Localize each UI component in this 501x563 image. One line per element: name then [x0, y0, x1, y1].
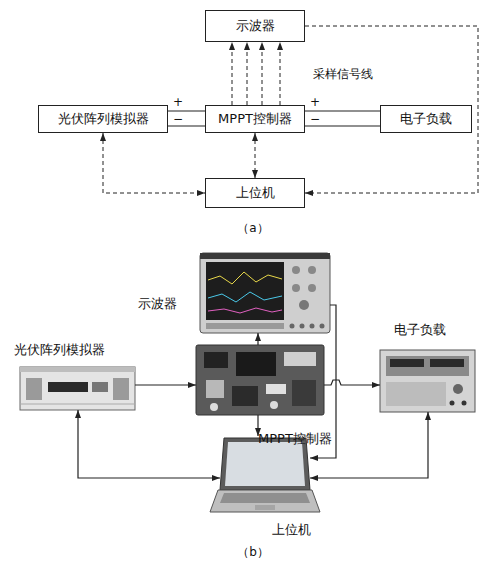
display [48, 382, 88, 392]
instrument-box: 示波器 [205, 10, 305, 42]
electronic-load-illustration [380, 350, 475, 412]
touchpad [255, 505, 275, 510]
computer-device: 上位机 [220, 436, 310, 514]
simulator-top [20, 367, 135, 372]
box-label: MPPT控制器 [218, 111, 292, 127]
terminal [450, 401, 455, 406]
capacitor [270, 401, 278, 409]
load-box: 电子负载 [380, 105, 472, 133]
knob [299, 300, 309, 310]
connector-block [266, 384, 286, 394]
box-label: 上位机 [236, 185, 275, 201]
pv-simulator-illustration [20, 367, 135, 410]
waveform-trace [208, 272, 282, 284]
load-body [380, 350, 475, 412]
signal-line-label: 采样信号线 [313, 68, 373, 80]
simulator-body [20, 367, 135, 410]
chip [204, 352, 228, 368]
sampling-signal-line [232, 42, 233, 105]
connection-arrow [310, 412, 428, 478]
knob [308, 284, 316, 292]
simulator-device: 光伏阵列模拟器 [20, 367, 135, 410]
button-row [206, 323, 284, 329]
connection-arrow [310, 305, 336, 458]
display [390, 359, 424, 367]
sampling-signal-line [247, 42, 248, 105]
waveform-trace [208, 308, 282, 313]
device-label: 电子负载 [394, 322, 446, 338]
load-device: 电子负载 [380, 350, 475, 412]
connection-arrow [257, 415, 258, 436]
power-wire [168, 125, 205, 126]
button-panel [92, 382, 108, 392]
device-label: 上位机 [272, 522, 311, 538]
box-label: 光伏阵列模拟器 [58, 111, 149, 127]
power-wire [305, 110, 380, 111]
data-line [305, 26, 478, 193]
sampling-signal-line [262, 42, 263, 105]
probe-connector [290, 324, 295, 329]
power-wire [305, 125, 380, 126]
display [430, 359, 464, 367]
connection-arrow [135, 384, 196, 385]
oscilloscope-illustration [200, 253, 330, 333]
data-line [103, 133, 205, 193]
polarity-sign: + [310, 96, 320, 108]
oscilloscope-screen [206, 262, 284, 320]
keyboard [220, 493, 310, 503]
polarity-sign: − [310, 113, 320, 125]
subfigure-label: （a） [237, 222, 268, 234]
display-panel [386, 356, 469, 376]
sampling-signal-line [280, 42, 281, 105]
subfigure-label: （b） [237, 546, 269, 558]
controller-box: MPPT控制器 [205, 105, 305, 133]
heat-sink [292, 380, 316, 406]
keypad [386, 382, 446, 406]
computer-box: 上位机 [205, 178, 305, 208]
connection-arrow [78, 410, 220, 478]
laptop-illustration [210, 438, 320, 512]
knob [292, 284, 300, 292]
device-label: 光伏阵列模拟器 [14, 342, 105, 358]
laptop-screen [225, 442, 305, 486]
chip [236, 352, 276, 376]
inductor [206, 380, 224, 398]
box-label: 电子负载 [400, 111, 452, 127]
probe-connector [310, 324, 315, 329]
polarity-sign: − [173, 113, 183, 125]
source-box: 光伏阵列模拟器 [38, 105, 168, 133]
probe-connector [300, 324, 305, 329]
connector-block [284, 352, 316, 366]
box-label: 示波器 [236, 18, 275, 34]
device-label: 示波器 [138, 296, 177, 312]
controller-board-illustration [196, 345, 324, 415]
capacitor [210, 403, 218, 411]
oscilloscope-top [200, 253, 330, 259]
panel-edge [20, 404, 135, 405]
rack-handle [26, 378, 42, 400]
device-label: MPPT控制器 [258, 431, 332, 447]
connection-arrow [324, 380, 380, 385]
power-wire [168, 110, 205, 111]
controller-device: MPPT控制器 [196, 345, 324, 415]
oscilloscope-body [200, 253, 330, 333]
knob [453, 384, 463, 394]
connection-arrow [257, 333, 258, 345]
polarity-sign: + [173, 96, 183, 108]
oscilloscope-device: 示波器 [200, 253, 330, 333]
probe-connector [320, 324, 325, 329]
knob [308, 266, 316, 274]
rack-handle [113, 378, 129, 400]
circuit-board [196, 345, 324, 415]
terminal [462, 401, 467, 406]
knob [292, 266, 300, 274]
data-line [255, 133, 256, 178]
laptop-base [210, 490, 320, 512]
chip [232, 386, 258, 406]
waveform-trace [208, 292, 282, 302]
